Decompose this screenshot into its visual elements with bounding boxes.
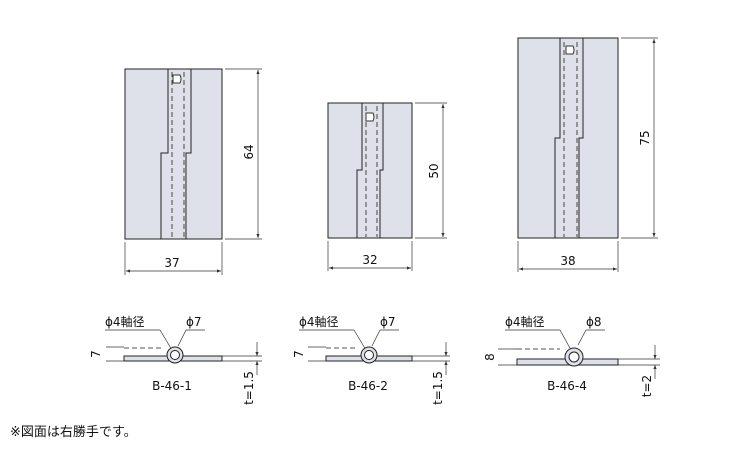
pin-head-mark — [172, 74, 182, 84]
width-dimension-label: 32 — [362, 253, 377, 267]
leaf-plate — [123, 355, 175, 362]
thickness-label: t=1.5 — [431, 371, 445, 405]
outer-diameter-label: ϕ8 — [586, 315, 602, 329]
pin — [364, 350, 374, 360]
side-view-b-46-4: ϕ4軸径 ϕ8 8 B-46-4 t=2 — [483, 315, 660, 397]
thickness-label: t=1.5 — [242, 371, 256, 405]
height-dimension-label: 8 — [483, 353, 497, 361]
thickness-label: t=2 — [640, 375, 654, 397]
front-view-b-46-4: 38 75 — [517, 37, 658, 272]
knuckle-split-line-left — [554, 38, 561, 238]
leaf-plate — [516, 358, 574, 366]
height-dimension-label: 7 — [89, 350, 103, 358]
pin-head-mark — [365, 112, 375, 122]
model-label: B-46-4 — [547, 379, 587, 393]
model-label: B-46-1 — [152, 379, 192, 393]
knuckle-split-line-right — [379, 103, 384, 238]
knuckle-split-line-right — [185, 69, 192, 239]
height-dimension-label: 75 — [638, 130, 652, 145]
knuckle-split-line-left — [356, 103, 363, 238]
knuckle-split-line-right — [578, 38, 584, 238]
front-view-b-46-2: 32 50 — [327, 102, 447, 271]
shaft-diameter-label: ϕ4軸径 — [299, 315, 339, 329]
hinge-plate — [517, 37, 619, 239]
height-dimension-label: 7 — [292, 350, 306, 358]
side-view-b-46-1: ϕ4軸径 ϕ7 7 B-46-1 t=1.5 — [89, 315, 262, 405]
width-dimension-label: 38 — [560, 254, 575, 268]
outer-diameter-label: ϕ7 — [380, 315, 396, 329]
outer-diameter-label: ϕ7 — [186, 315, 202, 329]
hinge-plate — [124, 68, 223, 240]
footnote: ※図面は右勝手です。 — [10, 425, 137, 440]
shaft-diameter-label: ϕ4軸径 — [105, 315, 145, 329]
pin — [568, 351, 580, 363]
pin — [170, 350, 180, 360]
front-view-b-46-1: 37 64 — [124, 68, 262, 275]
side-view-b-46-2: ϕ4軸径 ϕ7 7 B-46-2 t=1.5 — [292, 315, 450, 405]
height-dimension-label: 64 — [242, 144, 256, 159]
knuckle-split-line-left — [160, 69, 169, 239]
width-dimension-label: 37 — [164, 256, 179, 270]
pin-head-mark — [565, 45, 575, 55]
shaft-diameter-label: ϕ4軸径 — [505, 315, 545, 329]
hinge-plate — [327, 102, 413, 239]
height-dimension-label: 50 — [427, 163, 441, 178]
model-label: B-46-2 — [348, 379, 388, 393]
